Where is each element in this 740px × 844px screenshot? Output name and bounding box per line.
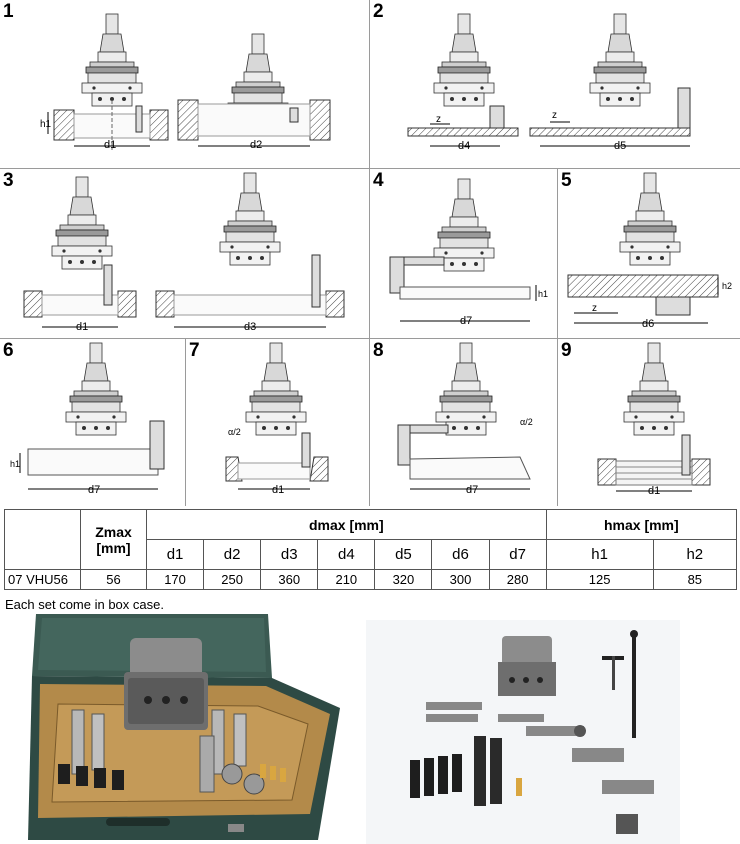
divider <box>557 168 558 338</box>
setup-diagram-1: 1 <box>0 0 369 168</box>
zmax-cell: 56 <box>80 569 147 590</box>
value-cell: 250 <box>203 569 262 590</box>
caption-text: Each set come in box case. <box>5 597 164 612</box>
setup-diagram-2: 2 z d4 z d5 <box>370 0 740 168</box>
dimension-label: d7 <box>88 484 100 496</box>
column-header: d3 <box>260 539 319 570</box>
zmax-header: Zmax [mm] <box>80 509 147 570</box>
column-header: d7 <box>488 539 547 570</box>
column-header: d1 <box>145 539 205 570</box>
value-cell: 300 <box>431 569 490 590</box>
diagram-4-drawing: h1 d7 <box>389 178 548 327</box>
setup-diagram-8: 8 α/2 d7 <box>370 339 557 506</box>
panel-number: 8 <box>373 340 384 361</box>
dimension-label: d1 <box>104 139 116 151</box>
value-cell: 360 <box>260 569 319 590</box>
dimension-label: h1 <box>10 459 20 469</box>
setup-diagram-6: 6 h1 d7 <box>0 339 185 506</box>
diagram-9-drawing: d1 <box>597 342 711 497</box>
model-cell: 07 VHU56 <box>4 569 81 590</box>
components-photo <box>366 620 680 844</box>
diagram-7-drawing: α/2 d1 <box>225 342 329 496</box>
dimension-label: z <box>436 114 441 125</box>
column-header: d5 <box>374 539 433 570</box>
column-header: d4 <box>317 539 376 570</box>
model-header-cell <box>4 509 81 570</box>
dimension-label: d4 <box>458 140 470 152</box>
dimension-label: d2 <box>250 139 262 151</box>
divider <box>369 168 370 338</box>
column-header: d2 <box>203 539 262 570</box>
value-cell: 210 <box>317 569 376 590</box>
diagram-1-drawing: d1 h1 d2 <box>40 13 331 151</box>
divider <box>0 168 740 169</box>
panel-number: 7 <box>189 340 200 361</box>
dmax-header: dmax [mm] <box>146 509 547 540</box>
panel-number: 9 <box>561 340 572 361</box>
setup-diagram-4: 4 h1 d7 <box>370 169 557 338</box>
dimension-label: d1 <box>648 485 660 497</box>
hmax-header: hmax [mm] <box>545 509 738 540</box>
value-cell: 280 <box>488 569 547 590</box>
dimension-label: d5 <box>614 140 626 152</box>
setup-diagram-3: 3 d1 d3 <box>0 169 369 338</box>
dimension-label: d6 <box>642 318 654 330</box>
dimension-label: z <box>552 110 557 121</box>
panel-number: 4 <box>373 170 384 191</box>
column-header: h2 <box>652 539 738 570</box>
divider <box>369 338 370 506</box>
diagram-6-drawing: h1 d7 <box>10 342 165 496</box>
table-row: 07 VHU56 56 170 250 360 210 320 300 280 … <box>4 569 738 590</box>
divider <box>0 338 740 339</box>
column-header: h1 <box>545 539 654 570</box>
panel-number: 2 <box>373 1 384 22</box>
diagram-8-drawing: α/2 d7 <box>397 342 533 496</box>
setup-diagram-5: 5 h2 z d6 <box>558 169 740 338</box>
dimension-label: h2 <box>722 281 732 291</box>
dimension-label: d7 <box>466 484 478 496</box>
setup-diagram-7: 7 α/2 d1 <box>186 339 369 506</box>
dimension-label: z <box>592 303 597 314</box>
value-cell: 320 <box>374 569 433 590</box>
dimension-label: d7 <box>460 315 472 327</box>
setup-diagram-grid: 1 <box>0 0 740 506</box>
setup-diagram-9: 9 d1 <box>558 339 740 506</box>
dimension-label: d1 <box>272 484 284 496</box>
value-cell: 85 <box>652 569 738 590</box>
panel-number: 1 <box>3 1 14 22</box>
diagram-5-drawing: h2 z d6 <box>567 172 732 330</box>
value-cell: 125 <box>545 569 654 590</box>
dimension-label: d3 <box>244 321 256 333</box>
spec-table: Zmax [mm] dmax [mm] hmax [mm] d1 d2 d3 d… <box>4 509 738 590</box>
diagram-3-drawing: d1 d3 <box>23 172 345 333</box>
diagram-2-drawing: z d4 z d5 <box>407 13 691 152</box>
box-case-photo <box>28 614 340 840</box>
column-header: d6 <box>431 539 490 570</box>
zmax-label: Zmax <box>95 523 132 540</box>
dimension-label: α/2 <box>228 427 241 437</box>
divider <box>557 338 558 506</box>
dimension-label: d1 <box>76 321 88 333</box>
dimension-label: α/2 <box>520 417 533 427</box>
value-cell: 170 <box>145 569 205 590</box>
dimension-label: h1 <box>40 119 52 130</box>
dimension-label: h1 <box>538 289 548 299</box>
panel-number: 3 <box>3 170 14 191</box>
panel-number: 5 <box>561 170 572 191</box>
zmax-unit: [mm] <box>96 539 131 556</box>
divider <box>369 0 370 168</box>
divider <box>185 338 186 506</box>
panel-number: 6 <box>3 340 14 361</box>
